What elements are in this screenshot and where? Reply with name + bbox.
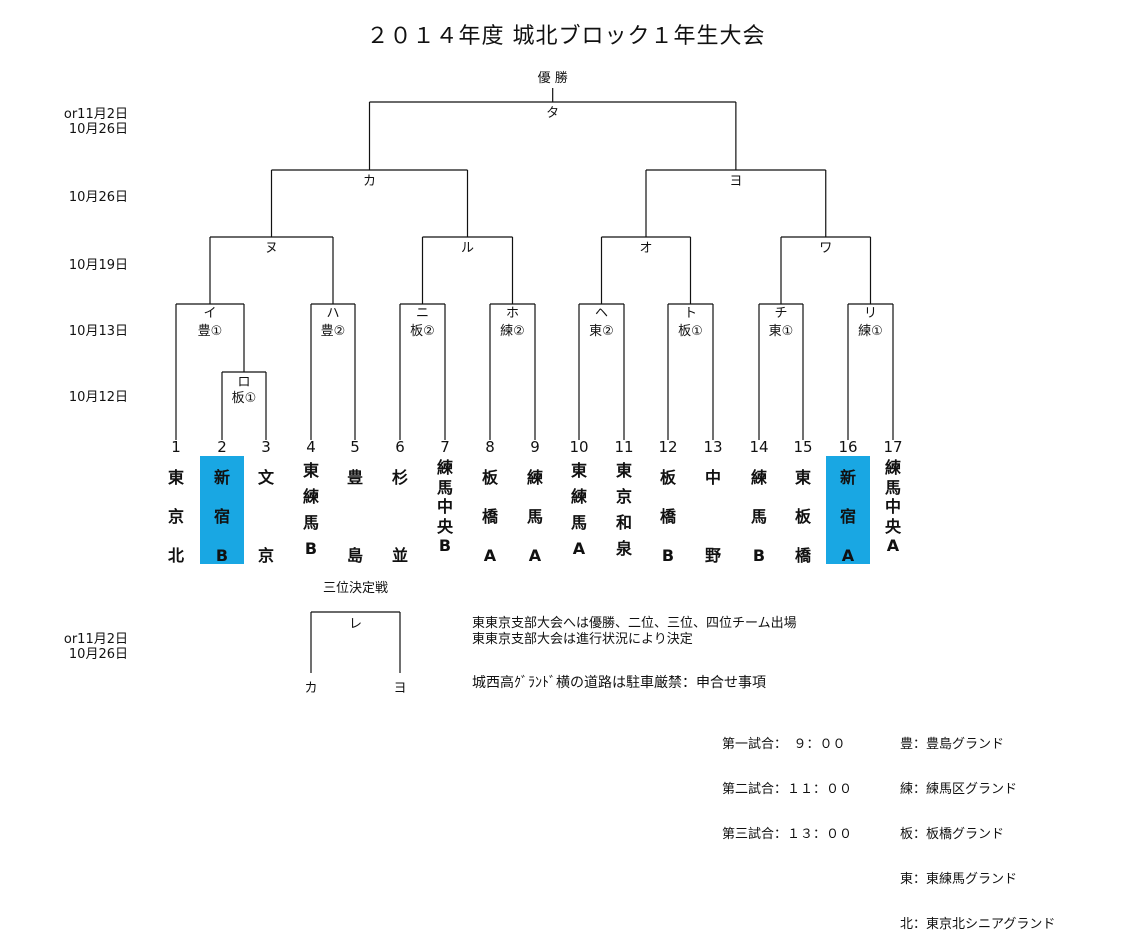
team-highlight-2 xyxy=(200,456,244,564)
date-quarter: 10月19日 xyxy=(68,258,128,273)
date-third-place: or11月2日 10月26日 xyxy=(28,632,128,662)
match-r2-6-venue: 東① xyxy=(769,323,794,339)
note-parking: 城西高ｸﾞﾗﾝﾄﾞ横の道路は駐車厳禁：申合せ事項 xyxy=(472,675,766,691)
team-number-4: 4 xyxy=(306,438,316,456)
date-final-line1: or11月2日 xyxy=(63,107,128,122)
team-number-6: 6 xyxy=(395,438,405,456)
match-r2-5-code: ト xyxy=(684,306,697,321)
team-number-17: 17 xyxy=(883,438,902,456)
match-ro-venue: 板① xyxy=(232,391,257,406)
match-r2-0-code: イ xyxy=(203,306,216,321)
team-number-8: 8 xyxy=(485,438,495,456)
team-highlight-16 xyxy=(826,456,870,564)
match-r2-5-venue: 板① xyxy=(678,324,703,339)
match-r2-2-venue: 板② xyxy=(410,324,435,339)
third-place-left: カ xyxy=(304,681,317,696)
team-number-13: 13 xyxy=(703,438,722,456)
team-number-2: 2 xyxy=(217,438,227,456)
page-title: ２０１４年度 城北ブロック１年生大会 xyxy=(366,24,766,49)
match-r2-4-code: ヘ xyxy=(595,306,608,321)
note-schedule-decision: 東東京支部大会は進行状況により決定 xyxy=(472,632,693,647)
match-sf-0-code: カ xyxy=(363,174,376,189)
venue-4: 東：東練馬グランド xyxy=(900,872,1018,887)
third-place-code: レ xyxy=(349,617,362,632)
match-r2-2-code: ニ xyxy=(416,306,429,321)
match-r2-3-code: ホ xyxy=(506,306,519,321)
venue-1: 豊：豊島グランド xyxy=(900,737,1005,752)
date-round2: 10月13日 xyxy=(68,324,128,339)
match-r2-1-venue: 豊② xyxy=(321,324,346,339)
third-place-right: ヨ xyxy=(393,681,406,696)
match-r2-3-venue: 練② xyxy=(500,324,525,339)
match-time-1: 第一試合： ９：００ xyxy=(722,737,846,752)
venue-5: 北：東京北シニアグランド xyxy=(900,917,1056,932)
match-sf-1-code: ヨ xyxy=(729,174,742,189)
team-number-7: 7 xyxy=(440,438,450,456)
match-time-3: 第三試合：１３：００ xyxy=(722,827,853,842)
team-number-15: 15 xyxy=(793,438,812,456)
venue-3: 板：板橋グランド xyxy=(900,827,1005,842)
match-r2-7-venue: 練① xyxy=(858,324,883,339)
team-number-1: 1 xyxy=(171,438,181,456)
match-r2-0-venue: 豊① xyxy=(198,324,223,339)
match-qf-1-code: ル xyxy=(461,241,474,256)
team-number-16: 16 xyxy=(838,438,857,456)
date-final-line2: 10月26日 xyxy=(68,122,128,137)
date-third-line1: or11月2日 xyxy=(63,632,128,647)
team-number-10: 10 xyxy=(569,438,588,456)
team-number-11: 11 xyxy=(614,438,633,456)
match-r2-6-code: チ xyxy=(774,306,787,321)
match-r2-7-code: リ xyxy=(864,306,877,321)
venue-2: 練：練馬区グランド xyxy=(900,782,1018,797)
third-place-title: 三位決定戦 xyxy=(323,581,388,596)
team-number-5: 5 xyxy=(350,438,360,456)
match-r2-4-venue: 東② xyxy=(589,323,614,339)
venue-legend: 豊：豊島グランド 練：練馬区グランド 板：板橋グランド 東：東練馬グランド 北：… xyxy=(900,707,1055,947)
date-third-line2: 10月26日 xyxy=(68,647,128,662)
team-number-14: 14 xyxy=(749,438,768,456)
note-qualification: 東東京支部大会へは優勝、二位、三位、四位チーム出場 xyxy=(472,616,797,631)
team-number-9: 9 xyxy=(530,438,540,456)
match-r2-1-code: ハ xyxy=(326,306,339,321)
champion-label: 優 勝 xyxy=(538,71,568,86)
match-ro-code: ロ xyxy=(237,375,250,390)
date-semi: 10月26日 xyxy=(68,190,128,205)
date-final: or11月2日 10月26日 xyxy=(28,107,128,137)
match-times: 第一試合： ９：００ 第二試合：１１：００ 第三試合：１３：００ xyxy=(722,707,852,857)
team-number-3: 3 xyxy=(261,438,271,456)
match-final-code: タ xyxy=(546,106,559,121)
match-time-2: 第二試合：１１：００ xyxy=(722,782,853,797)
team-number-12: 12 xyxy=(658,438,677,456)
match-qf-3-code: ワ xyxy=(819,241,832,256)
date-round1: 10月12日 xyxy=(68,390,128,405)
match-qf-0-code: ヌ xyxy=(265,241,278,256)
match-qf-2-code: オ xyxy=(639,241,652,256)
